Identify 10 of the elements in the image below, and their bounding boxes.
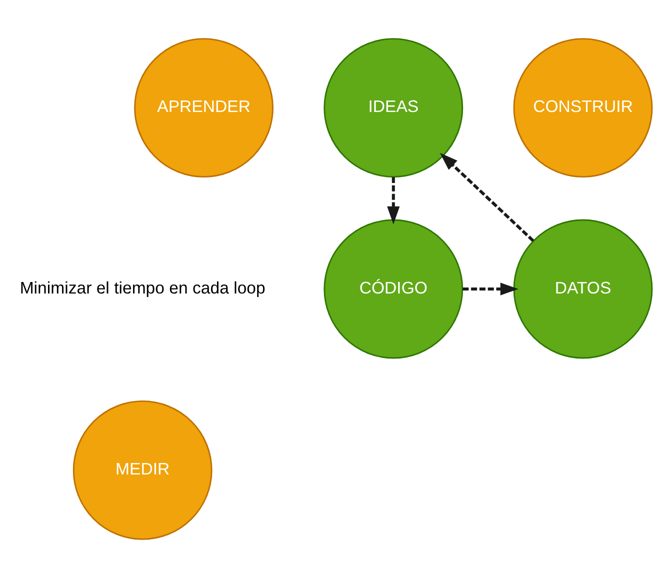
node-circle: DATOS (513, 219, 653, 359)
arrow (462, 282, 518, 296)
node-circle: APRENDER (134, 38, 274, 178)
node-circle: CÓDIGO (324, 219, 464, 359)
node-circle: MEDIR (72, 400, 212, 540)
label: Minimizar el tiempo en cada loop (20, 278, 266, 298)
node-circle: IDEAS (324, 38, 464, 178)
arrow (440, 152, 534, 242)
node-circle: CONSTRUIR (513, 38, 653, 178)
arrow (387, 177, 400, 224)
